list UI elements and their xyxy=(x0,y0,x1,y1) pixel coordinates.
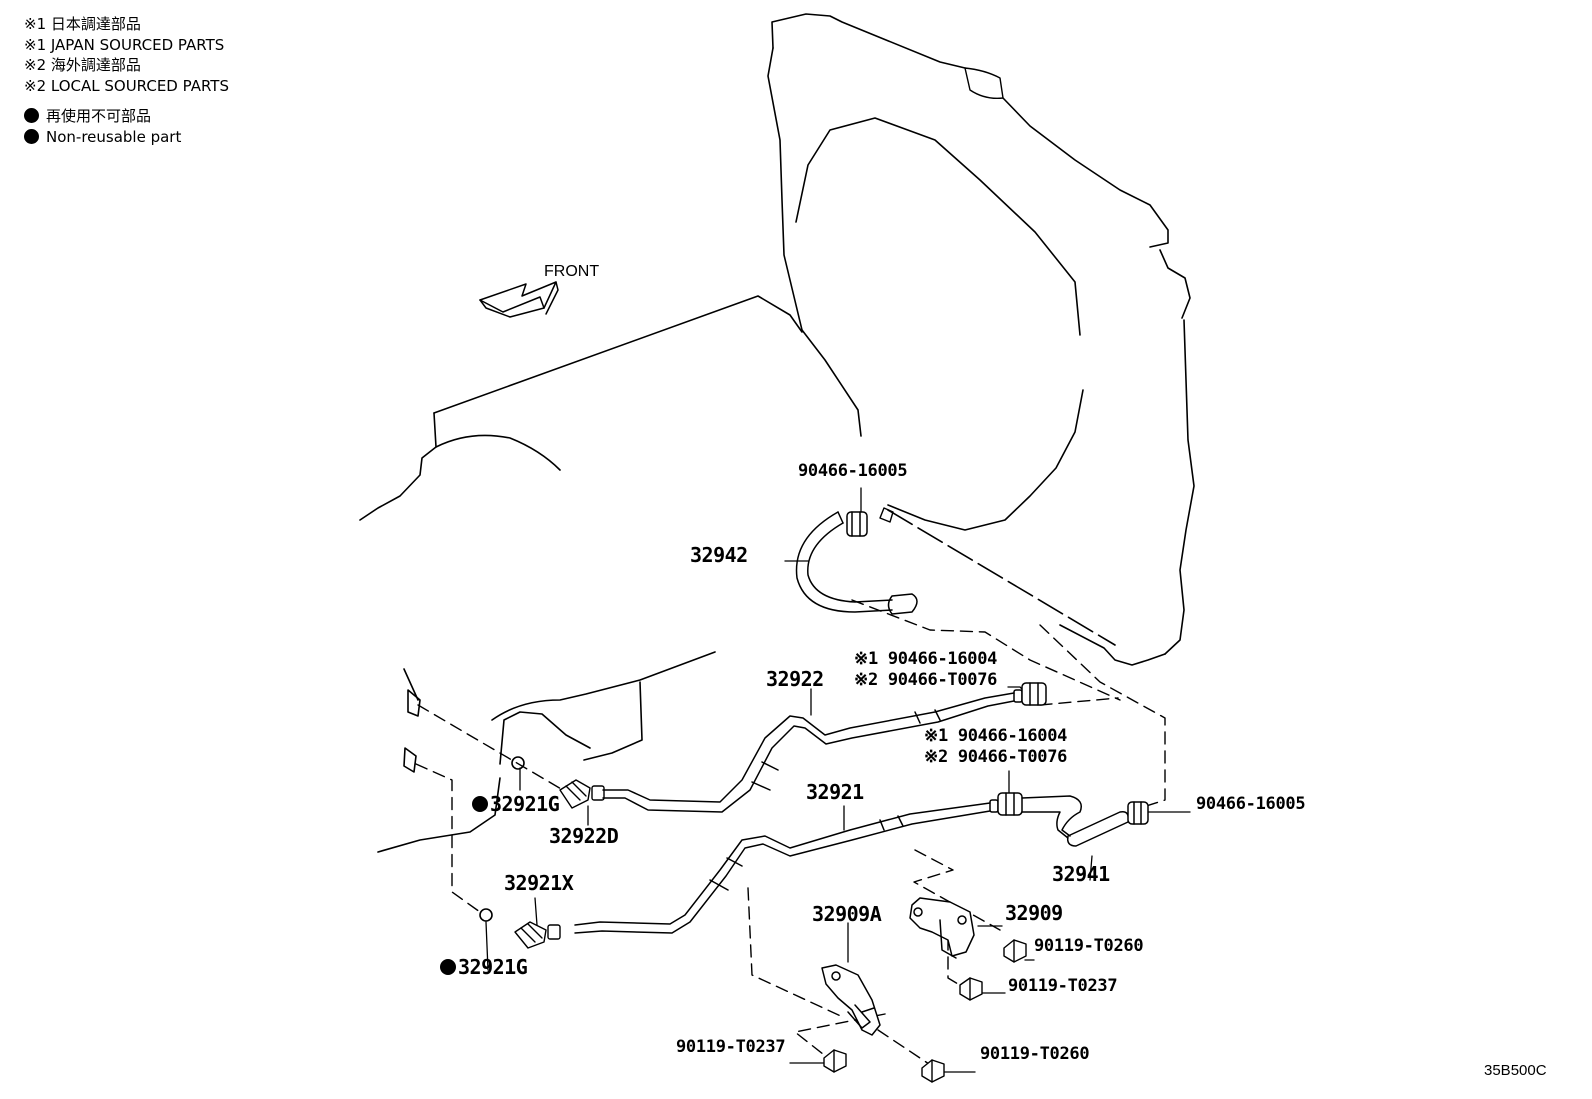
pipe-32922 xyxy=(602,689,1023,813)
part-label-pipe-lower[interactable]: 32921 xyxy=(806,780,864,804)
part-label-union-lower[interactable]: 32921X xyxy=(504,871,574,895)
part-label-bracket-b[interactable]: 32909 xyxy=(1005,901,1063,925)
clamp-mid1-icon xyxy=(1021,682,1047,706)
union-32921x-icon xyxy=(514,921,561,949)
engine-outline xyxy=(359,295,803,853)
bolt-icons xyxy=(823,939,1027,1083)
legend-line-3: ※2 海外調達部品 xyxy=(24,56,141,74)
clamp-top-icon xyxy=(846,511,868,537)
legend-line-4: ※2 LOCAL SOURCED PARTS xyxy=(24,76,229,95)
nonreusable-dot-icon xyxy=(24,108,39,123)
hose-32942 xyxy=(795,511,918,615)
part-label-gasket-lower-text[interactable]: 32921G xyxy=(458,955,528,979)
transmission-housing-outline xyxy=(767,13,1195,666)
part-label-clamp-mid2-japan[interactable]: ※1 90466-16004 xyxy=(924,726,1068,746)
legend-nonreusable-en-text: Non-reusable part xyxy=(46,127,182,146)
drawing-code: 35B500C xyxy=(1484,1062,1547,1079)
part-label-clamp-mid1[interactable]: ※1 90466-16004 ※2 90466-T0076 xyxy=(854,649,997,691)
gasket-upper-icon xyxy=(511,756,525,770)
part-label-bracket-a[interactable]: 32909A xyxy=(812,902,882,926)
legend-line-1: ※1 日本調達部品 xyxy=(24,15,141,33)
legend-nonreusable-jp: 再使用不可部品 xyxy=(24,106,229,127)
legend-line-2: ※1 JAPAN SOURCED PARTS xyxy=(24,35,225,54)
union-32922d-icon xyxy=(559,779,605,809)
part-label-bolt-b1[interactable]: 90119-T0260 xyxy=(1034,936,1144,956)
part-label-bolt-b2[interactable]: 90119-T0237 xyxy=(1008,976,1118,996)
part-label-hose-lower[interactable]: 32941 xyxy=(1052,862,1110,886)
part-label-clamp-top[interactable]: 90466-16005 xyxy=(798,461,908,481)
part-label-clamp-mid1-local[interactable]: ※2 90466-T0076 xyxy=(854,670,998,690)
leader-lines xyxy=(485,487,1191,1073)
clamp-right-icon xyxy=(1127,801,1149,825)
bracket-32909-icon xyxy=(909,897,975,959)
part-label-gasket-lower[interactable]: 32921G xyxy=(440,955,528,979)
pipe-32921 xyxy=(574,799,999,934)
part-label-gasket-upper-text[interactable]: 32921G xyxy=(490,792,560,816)
nonreusable-dot-icon xyxy=(472,796,488,812)
bracket-32909a-icon xyxy=(821,964,881,1036)
part-label-hose-upper[interactable]: 32942 xyxy=(690,543,748,567)
legend-nonreusable-en: Non-reusable part xyxy=(24,127,229,148)
nonreusable-dot-icon xyxy=(440,959,456,975)
clamp-mid2-icon xyxy=(997,792,1023,816)
part-label-clamp-mid2[interactable]: ※1 90466-16004 ※2 90466-T0076 xyxy=(924,726,1067,768)
hose-32941 xyxy=(1021,795,1130,847)
hose-end-stub xyxy=(879,507,894,523)
nonreusable-dot-icon xyxy=(24,128,39,144)
part-label-bolt-a2[interactable]: 90119-T0260 xyxy=(980,1044,1090,1064)
part-label-clamp-right[interactable]: 90466-16005 xyxy=(1196,794,1306,814)
part-label-pipe-upper[interactable]: 32922 xyxy=(766,667,824,691)
gasket-lower-icon xyxy=(479,908,493,922)
front-arrow-icon xyxy=(479,281,559,318)
part-label-union-upper[interactable]: 32922D xyxy=(549,824,619,848)
part-label-gasket-upper[interactable]: 32921G xyxy=(472,792,560,816)
front-label: FRONT xyxy=(544,263,600,280)
legend: ※1 日本調達部品 ※1 JAPAN SOURCED PARTS ※2 海外調達… xyxy=(24,14,229,147)
legend-nonreusable-jp-text: 再使用不可部品 xyxy=(46,107,152,125)
part-label-clamp-mid2-local[interactable]: ※2 90466-T0076 xyxy=(924,747,1068,767)
part-label-bolt-a1[interactable]: 90119-T0237 xyxy=(676,1037,786,1057)
part-label-clamp-mid1-japan[interactable]: ※1 90466-16004 xyxy=(854,649,998,669)
